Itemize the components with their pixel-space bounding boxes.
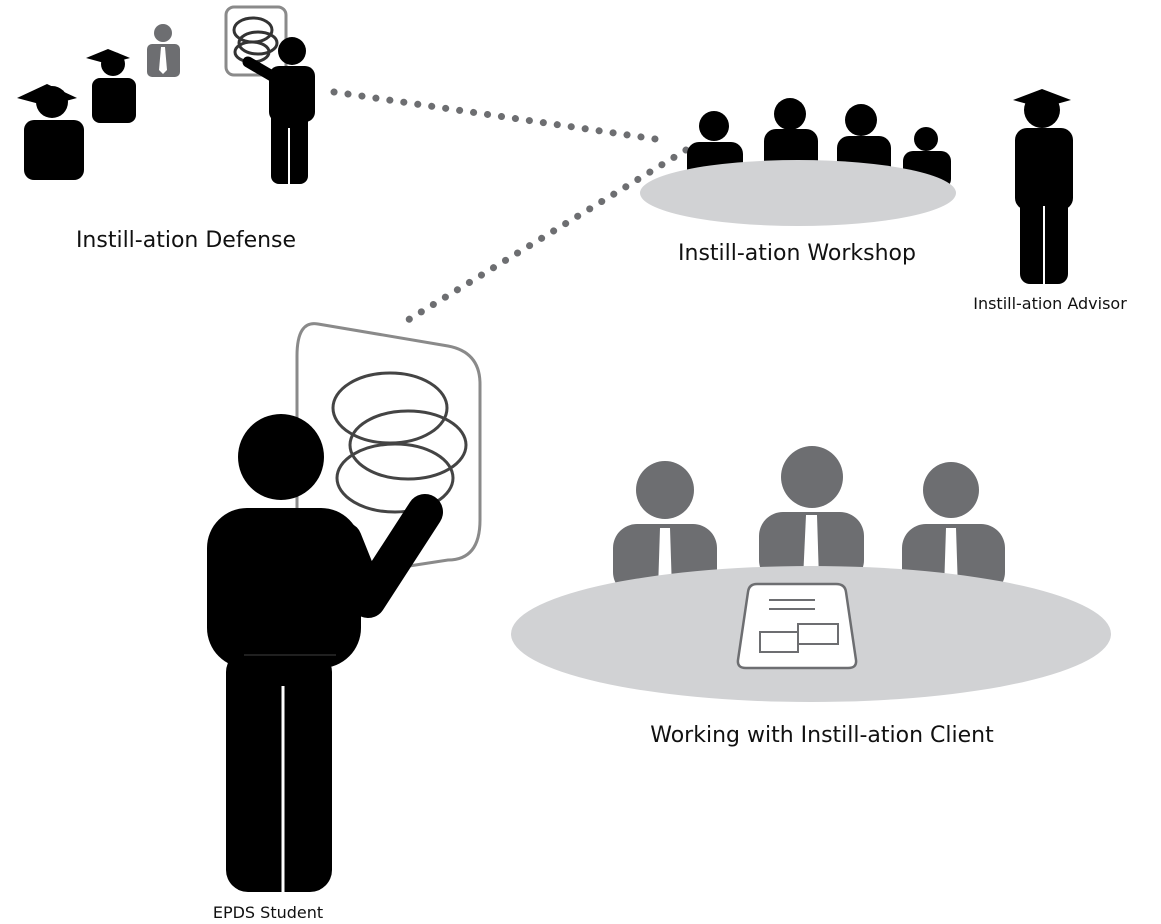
advisor-group: Instill-ation Advisor <box>973 89 1127 313</box>
advisor-graduate-icon <box>1013 89 1073 284</box>
graduate-icon <box>86 49 136 123</box>
client-label: Working with Instill-ation Client <box>650 723 994 748</box>
workshop-table <box>640 160 956 226</box>
presentation-board-icon <box>224 5 288 77</box>
defense-group: Instill-ation Defense <box>17 5 315 253</box>
connector-workshop-to-student <box>404 146 690 324</box>
advisor-label: Instill-ation Advisor <box>973 294 1127 313</box>
student-group: EPDS Student <box>207 322 482 922</box>
reviewer-icon <box>147 24 180 77</box>
connector-defense-to-workshop <box>330 88 666 144</box>
defense-label: Instill-ation Defense <box>76 228 296 253</box>
workshop-group: Instill-ation Workshop <box>640 98 956 266</box>
client-group: Working with Instill-ation Client <box>511 446 1111 748</box>
graduate-icon <box>17 84 84 180</box>
presenter-icon <box>242 37 315 184</box>
workshop-label: Instill-ation Workshop <box>678 241 916 266</box>
student-label: EPDS Student <box>213 903 323 922</box>
client-person-icon <box>759 446 864 588</box>
student-presenter-icon <box>207 414 443 892</box>
document-icon <box>736 582 858 670</box>
